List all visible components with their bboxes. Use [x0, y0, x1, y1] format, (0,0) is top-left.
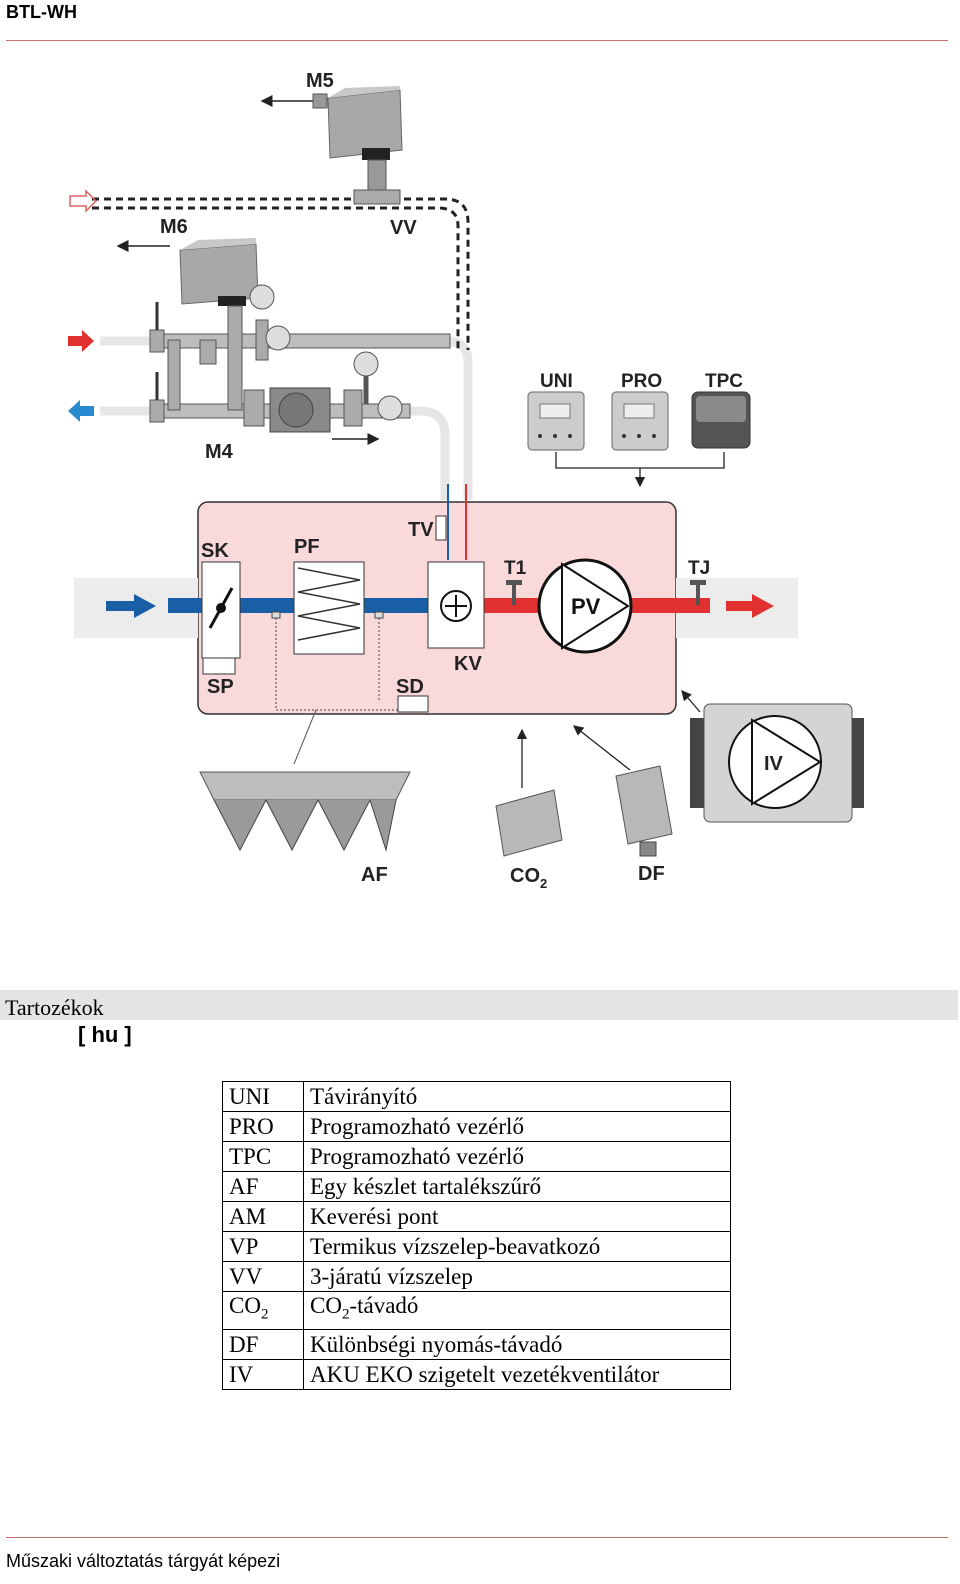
desc-cell: Egy készlet tartalékszűrő [303, 1171, 731, 1202]
language-label: [ hu ] [78, 1022, 132, 1047]
pressure-taps [271, 611, 402, 711]
filter-set-af [199, 771, 411, 852]
system-diagram: M5 VV M6 M4 UNI PRO TPC [68, 70, 864, 891]
table-row: CO2 CO2-távadó [222, 1291, 731, 1330]
label-kv: KV [454, 653, 482, 675]
code-cell: UNI [222, 1081, 304, 1112]
sd-sensor [397, 695, 429, 713]
pump-m4 [269, 387, 380, 445]
co2-sensor [495, 789, 563, 857]
fan-pv [537, 558, 633, 654]
code-cell: DF [222, 1328, 304, 1360]
label-iv: IV [764, 753, 784, 775]
code-cell: PRO [222, 1111, 304, 1142]
label-tpc: TPC [705, 371, 743, 392]
iv-arrow [681, 690, 701, 713]
tv-valve [435, 515, 447, 541]
coil-kv [427, 561, 485, 649]
supply-water-arrow [68, 330, 94, 352]
inlet-air-arrow [106, 594, 156, 618]
label-pv: PV [571, 594, 601, 619]
footer-text: Műszaki változtatás tárgyát képezi [6, 1551, 281, 1571]
label-sd: SD [396, 676, 424, 698]
document-title: BTL-WH [6, 2, 77, 22]
code-cell: TPC [222, 1141, 304, 1172]
uni-controller [527, 391, 585, 451]
desc-cell: 3-járatú vízszelep [303, 1261, 731, 1292]
code-cell: VP [222, 1231, 304, 1262]
filter-pf [293, 561, 365, 655]
desc-cell: Programozható vezérlő [303, 1111, 731, 1142]
label-t1: T1 [504, 558, 527, 579]
controller-bracket [555, 452, 725, 488]
duct-fan-iv [690, 703, 864, 823]
return-water-arrow [68, 400, 94, 422]
label-pro: PRO [621, 371, 662, 392]
desc-cell: Különbségi nyomás-távadó [303, 1328, 731, 1360]
df-arrow [572, 725, 631, 771]
desc-cell: CO2-távadó [303, 1291, 731, 1330]
label-sk: SK [201, 540, 229, 562]
label-pf: PF [294, 536, 320, 558]
label-vv: VV [390, 217, 417, 239]
df-sensor [615, 765, 673, 857]
damper-sk [201, 561, 241, 675]
valve-assembly [149, 284, 451, 427]
section-title: Tartozékok [5, 995, 104, 1020]
valve-connection-dashed [92, 197, 470, 350]
label-af: AF [361, 864, 388, 886]
code-cell: CO2 [222, 1291, 304, 1330]
sensor-tj [690, 580, 706, 605]
af-pointer [293, 709, 317, 765]
label-df: DF [638, 863, 665, 885]
label-tj: TJ [688, 558, 710, 579]
desc-cell: Távirányító [303, 1081, 731, 1112]
label-tv: TV [408, 519, 434, 541]
outlet-air-arrow [726, 594, 774, 618]
desc-cell: Programozható vezérlő [303, 1141, 731, 1172]
code-cell: VV [222, 1261, 304, 1292]
section-header-band [0, 990, 958, 1020]
code-cell: IV [222, 1358, 304, 1390]
code-cell: AF [222, 1171, 304, 1202]
label-co2: CO2 [510, 865, 547, 891]
desc-cell: Termikus vízszelep-beavatkozó [303, 1231, 731, 1262]
tpc-controller [691, 391, 751, 449]
dashed-arrow [69, 189, 98, 213]
label-m6: M6 [160, 216, 188, 238]
label-m5: M5 [306, 70, 334, 92]
code-cell: AM [222, 1201, 304, 1232]
sensor-t1 [506, 580, 522, 605]
desc-cell: AKU EKO szigetelt vezetékventilátor [303, 1358, 731, 1390]
actuator-m5 [260, 86, 403, 205]
pro-controller [611, 391, 669, 451]
footer-divider [6, 1537, 948, 1538]
label-sp: SP [207, 676, 234, 698]
actuator-m6 [116, 238, 259, 306]
desc-cell: Keverési pont [303, 1201, 731, 1232]
label-uni: UNI [540, 371, 573, 392]
label-m4: M4 [205, 441, 234, 463]
header-divider [6, 40, 948, 41]
